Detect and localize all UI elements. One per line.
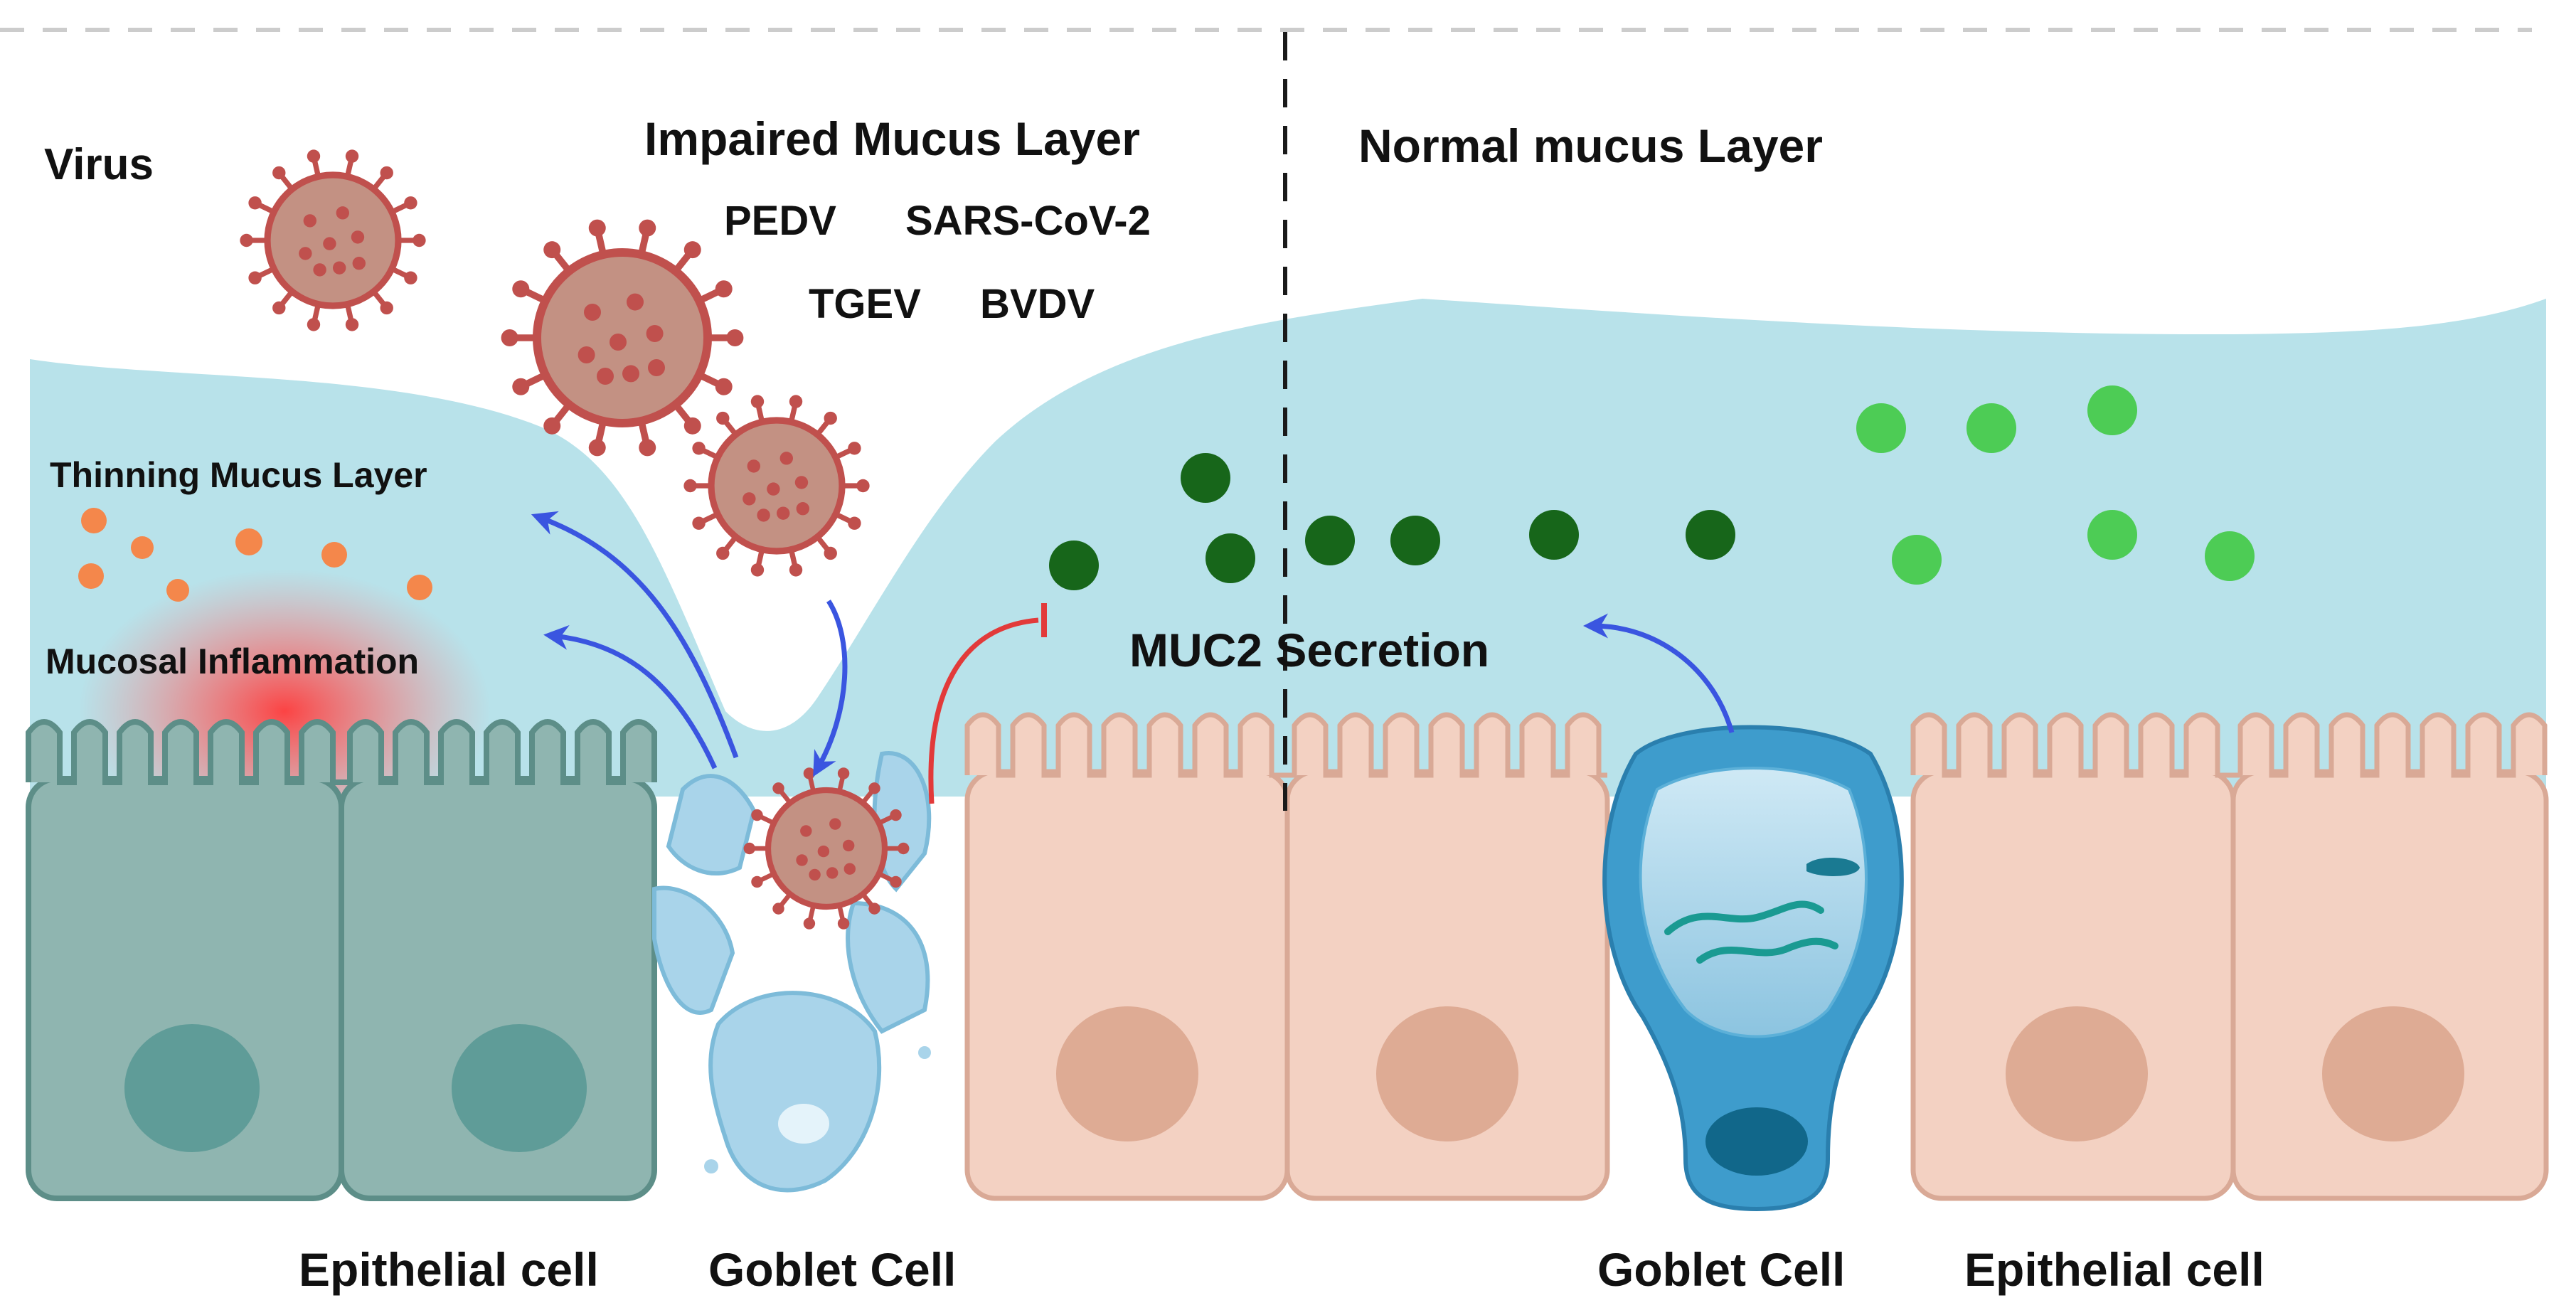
label-muc2-secretion: MUC2 Secretion — [1129, 624, 1489, 676]
healthy-epithelial-cells-middle — [964, 712, 1610, 1201]
inflammation-debris — [78, 508, 432, 602]
arrow-to-thinning — [531, 511, 739, 759]
healthy-microvilli-right — [1910, 712, 2548, 778]
damaged-nucleus — [452, 1024, 587, 1152]
mucin-granule — [1686, 510, 1735, 560]
inhibition-line — [928, 617, 1039, 804]
ruptured-goblet-cell — [652, 751, 932, 1193]
label-epithelial-cell-right: Epithelial cell — [1964, 1243, 2264, 1296]
damaged-epithelial-cells — [26, 719, 657, 1201]
virus-name-pedv: PEDV — [724, 198, 836, 244]
healthy-nucleus — [2006, 1006, 2148, 1141]
healthy-nucleus — [1376, 1006, 1518, 1141]
virus-particle — [683, 395, 870, 577]
label-epithelial-cell-left: Epithelial cell — [299, 1243, 599, 1296]
healthy-nucleus — [2322, 1006, 2464, 1141]
mucin-granule — [1966, 403, 2016, 453]
healthy-microvilli-middle — [964, 712, 1607, 778]
label-goblet-cell-right: Goblet Cell — [1597, 1243, 1845, 1296]
label-mucosal-inflammation: Mucosal Inflammation — [46, 641, 419, 681]
virus-name-tgev: TGEV — [809, 281, 921, 327]
mucin-granule — [1856, 403, 1906, 453]
mucin-granule — [1181, 453, 1230, 503]
mucin-granules-light — [1856, 385, 2255, 585]
virus-particle — [501, 219, 744, 457]
label-impaired-mucus-layer: Impaired Mucus Layer — [644, 112, 1140, 165]
mucin-granule — [1049, 541, 1099, 590]
mucin-granule — [2087, 510, 2137, 560]
arrow-muc2-secretion — [1583, 613, 1735, 733]
healthy-goblet-cell — [1602, 725, 1904, 1212]
virus-particle — [240, 149, 426, 331]
mucin-granule — [2087, 385, 2137, 435]
arrow-virus-entry — [813, 600, 848, 777]
label-goblet-cell-left: Goblet Cell — [708, 1243, 956, 1296]
mucus-layer — [30, 299, 2546, 797]
mucin-granule — [1305, 516, 1355, 565]
label-normal-mucus-layer: Normal mucus Layer — [1358, 119, 1823, 172]
label-virus: Virus — [44, 140, 154, 189]
mucin-granule — [2205, 531, 2255, 581]
healthy-epithelial-cells-right — [1910, 712, 2549, 1201]
virus-name-sars-cov-2: SARS-CoV-2 — [905, 198, 1151, 244]
damaged-microvilli — [26, 719, 657, 785]
label-thinning-mucus-layer: Thinning Mucus Layer — [50, 455, 427, 495]
mucin-granules-dark — [1049, 453, 1735, 590]
virus-particle — [743, 767, 910, 930]
mucin-granule — [1205, 533, 1255, 583]
healthy-nucleus — [1056, 1006, 1198, 1141]
mucin-granule — [1892, 535, 1942, 585]
mucin-granule — [1529, 510, 1579, 560]
damaged-nucleus — [124, 1024, 260, 1152]
virus-name-bvdv: BVDV — [980, 281, 1095, 327]
virus-particles — [240, 149, 910, 930]
mucin-granule — [1390, 516, 1440, 565]
arrow-to-inflammation — [543, 624, 718, 770]
